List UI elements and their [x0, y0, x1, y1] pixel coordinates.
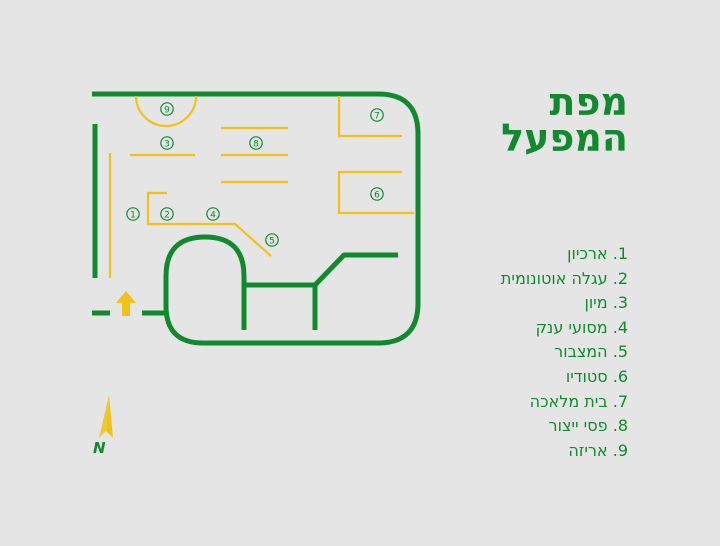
entrance-arrow-icon: [116, 291, 136, 316]
legend-item: 5. המצבור: [501, 340, 628, 365]
north-label: N: [93, 439, 106, 457]
legend-number: 7.: [612, 391, 628, 411]
legend-item: 3. מיון: [501, 291, 628, 316]
area-marker-label: 5: [269, 236, 275, 246]
area-marker-label: 2: [164, 210, 170, 220]
legend-number: 9.: [612, 440, 628, 460]
area-marker-label: 4: [210, 210, 216, 220]
legend-number: 2.: [612, 268, 628, 288]
map-title: מפת המפעל: [501, 80, 628, 160]
legend-item: 7. בית מלאכה: [501, 390, 628, 415]
area-markers: 1 2 3 4 5 6 7 8 9: [126, 102, 384, 247]
legend-number: 5.: [612, 342, 628, 362]
legend-number: 8.: [612, 416, 628, 436]
conveyor-outline: [146, 191, 272, 257]
area-marker-9: 9: [160, 102, 174, 116]
legend-item: 1. ארכיון: [501, 242, 628, 267]
area-marker-2: 2: [160, 207, 174, 221]
area-marker-label: 6: [374, 190, 380, 200]
area-marker-label: 3: [164, 139, 170, 149]
map-legend: 1. ארכיון 2. עגלה אוטונומית 3. מיון 4. מ…: [501, 242, 628, 463]
legend-item: 2. עגלה אוטונומית: [501, 267, 628, 292]
area-marker-5: 5: [265, 233, 279, 247]
area-packing-outline: [134, 95, 198, 128]
area-marker-1: 1: [126, 207, 140, 221]
legend-number: 3.: [612, 293, 628, 313]
area-marker-label: 9: [164, 105, 170, 115]
area-marker-4: 4: [206, 207, 220, 221]
legend-label: פסי ייצור: [548, 416, 608, 436]
outer-wall: [92, 91, 421, 346]
legend-label: מיון: [584, 293, 608, 313]
area-marker-6: 6: [370, 187, 384, 201]
workshop-outline: [337, 96, 402, 138]
legend-item: 6. סטודיו: [501, 365, 628, 390]
legend-label: מסועי ענק: [535, 317, 608, 337]
legend-item: 9. אריזה: [501, 439, 628, 464]
area-marker-7: 7: [370, 108, 384, 122]
area-marker-label: 8: [253, 139, 259, 149]
area-lines: [108, 95, 414, 278]
legend-label: עגלה אוטונומית: [500, 268, 608, 288]
legend-item: 8. פסי ייצור: [501, 414, 628, 439]
legend-label: המצבור: [554, 342, 608, 362]
legend-number: 6.: [612, 366, 628, 386]
legend-label: ארכיון: [567, 244, 608, 263]
map-title-line-2: המפעל: [501, 116, 628, 160]
studio-outline: [337, 170, 414, 215]
area-marker-8: 8: [249, 136, 263, 150]
legend-number: 1.: [612, 244, 628, 263]
legend-label: סטודיו: [565, 366, 608, 386]
factory-walls: [92, 91, 421, 346]
area-marker-label: 7: [374, 111, 380, 121]
legend-item: 4. מסועי ענק: [501, 316, 628, 341]
legend-label: אריזה: [568, 440, 608, 460]
legend-number: 4.: [612, 317, 628, 337]
legend-label: בית מלאכה: [529, 391, 608, 411]
area-marker-label: 1: [130, 210, 136, 220]
map-title-line-1: מפת: [549, 80, 628, 124]
area-marker-3: 3: [160, 136, 174, 150]
inner-wall-b: [313, 252, 398, 287]
inner-wall-a: [246, 282, 318, 330]
north-arrow-icon: [99, 395, 113, 438]
